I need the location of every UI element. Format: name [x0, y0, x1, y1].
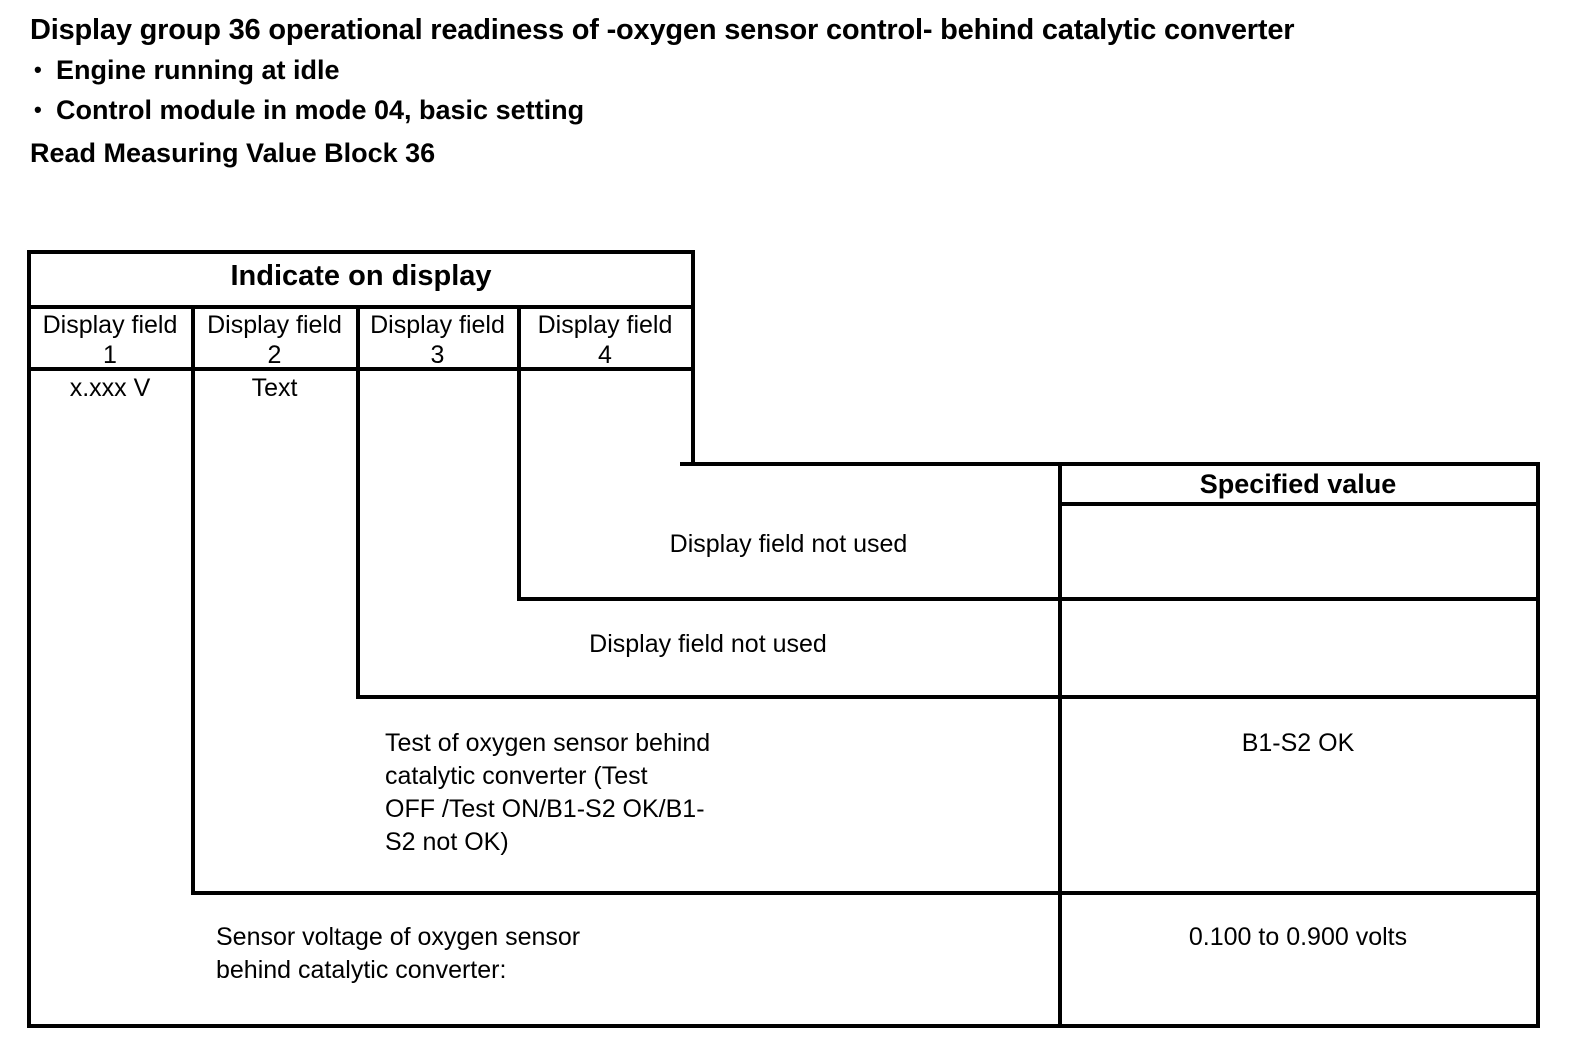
- table-border-right: [1536, 462, 1540, 1028]
- row-specified-value-3: B1-S2 OK: [1241, 729, 1355, 757]
- column-header-2-number: 2: [267, 341, 282, 369]
- column-header-1-label: Display field: [42, 311, 178, 339]
- column-header-2-label: Display field: [207, 311, 342, 339]
- list-item: • Control module in mode 04, basic setti…: [34, 90, 1430, 130]
- column-header-1-number: 1: [103, 341, 117, 369]
- column-header-2: Display field 2: [195, 310, 354, 370]
- row-description-2: Display field not used: [589, 630, 827, 658]
- column-header-4: Display field 4: [521, 310, 689, 370]
- table-divider-col1: [191, 305, 195, 895]
- table-rule-row2-bottom: [356, 695, 1540, 699]
- column-header-4-number: 4: [598, 341, 612, 369]
- row-specified-value-4: 0.100 to 0.900 volts: [1188, 923, 1408, 951]
- table-divider-specified-value: [1058, 462, 1062, 1028]
- table-rule-under-display-header: [27, 305, 695, 309]
- section-subtitle: Read Measuring Value Block 36: [30, 138, 436, 168]
- page-title: Display group 36 operational readiness o…: [30, 14, 1295, 46]
- value-cell-field1: x.xxx V: [69, 374, 151, 402]
- row-description-4: Sensor voltage of oxygen sensor behind c…: [216, 923, 581, 984]
- list-item: • Engine running at idle: [34, 50, 1430, 90]
- column-header-3: Display field 3: [360, 310, 515, 370]
- column-header-1: Display field 1: [31, 310, 189, 370]
- table-border-top: [27, 250, 695, 254]
- bullet-icon: •: [34, 57, 42, 82]
- column-header-3-number: 3: [430, 341, 445, 369]
- table-divider-col2: [356, 305, 360, 699]
- table-rule-under-specified-header: [1058, 502, 1540, 506]
- row-description-1: Display field not used: [669, 530, 908, 558]
- list-item-label: Control module in mode 04, basic setting: [56, 95, 585, 125]
- table-rule-under-column-headers: [27, 367, 695, 371]
- bullet-icon: •: [34, 97, 42, 122]
- table-divider-col4: [691, 250, 695, 466]
- intro-block: Display group 36 operational readiness o…: [30, 10, 1430, 173]
- column-header-4-label: Display field: [537, 311, 673, 339]
- list-item-label: Engine running at idle: [56, 55, 340, 85]
- row-description-3: Test of oxygen sensor behind catalytic c…: [385, 729, 711, 856]
- table-border-bottom: [27, 1024, 1540, 1028]
- table-rule-row1-bottom: [517, 597, 1540, 601]
- table-border-left: [27, 250, 31, 1028]
- value-cell-field2: Text: [251, 374, 298, 402]
- specified-value-header: Specified value: [1199, 469, 1397, 499]
- display-header-title: Indicate on display: [230, 260, 492, 292]
- table-rule-row3-bottom: [191, 891, 1540, 895]
- table-divider-col3: [517, 305, 521, 601]
- column-header-3-label: Display field: [370, 311, 505, 339]
- table-rule-step-field4: [680, 462, 1540, 466]
